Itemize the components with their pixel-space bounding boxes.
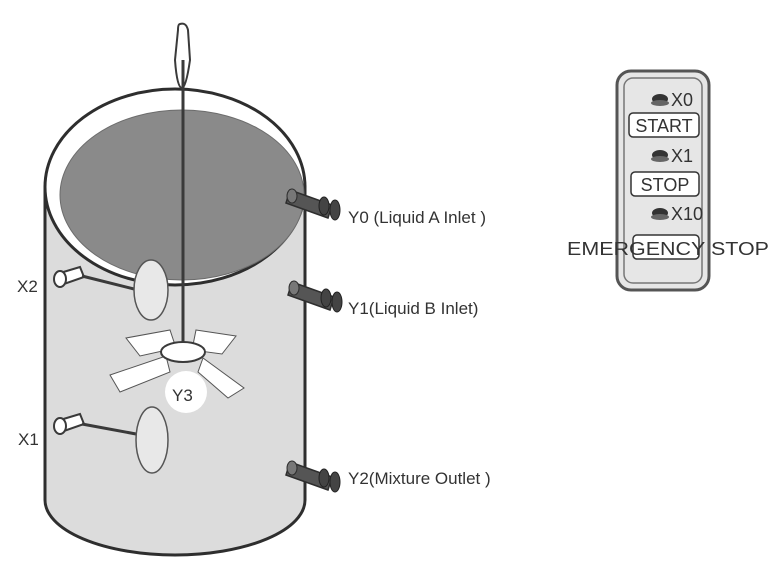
emergency-stop-button[interactable] bbox=[632, 234, 700, 260]
control-panel: X0 START X1 STOP X10 EMERGENCY STOP bbox=[567, 69, 769, 292]
mixer-hub bbox=[160, 341, 206, 363]
sensor-probe-end bbox=[53, 417, 67, 435]
sensor-float bbox=[135, 406, 169, 474]
sensor-float bbox=[133, 259, 169, 321]
stop-button-label: STOP bbox=[641, 175, 690, 195]
emergency-stop-group[interactable]: X10 EMERGENCY STOP bbox=[567, 204, 769, 260]
valve-label-y2: Y2(Mixture Outlet ) bbox=[348, 469, 491, 488]
emergency-pushbutton-base bbox=[651, 214, 669, 220]
start-pushbutton-base bbox=[651, 100, 669, 106]
valve-label-y1: Y1(Liquid B Inlet) bbox=[348, 299, 478, 318]
tank-body bbox=[43, 185, 307, 557]
valve-label-y0: Y0 (Liquid A Inlet ) bbox=[348, 208, 486, 227]
valve-pipe-end bbox=[288, 280, 300, 296]
valve-knob bbox=[329, 199, 341, 221]
stop-button[interactable] bbox=[630, 171, 700, 197]
valve-y2: Y2(Mixture Outlet ) bbox=[285, 460, 491, 493]
sensor-probe-end bbox=[53, 270, 67, 288]
mixer-blade bbox=[197, 357, 245, 399]
sensor-label-x1: X1 bbox=[18, 430, 39, 449]
mixer-label-bubble bbox=[165, 371, 207, 413]
level-sensor-x2: X2 bbox=[17, 259, 169, 321]
valve-knob bbox=[329, 471, 341, 493]
valve-y0: Y0 (Liquid A Inlet ) bbox=[285, 188, 486, 227]
mixer-y3: Y3 bbox=[109, 22, 245, 413]
stop-address-label: X1 bbox=[671, 146, 693, 166]
start-button-label: START bbox=[635, 116, 692, 136]
start-address-label: X0 bbox=[671, 90, 693, 110]
valve-knob bbox=[331, 291, 343, 313]
valve-knob bbox=[318, 468, 330, 488]
mixer-blade bbox=[109, 355, 171, 393]
stop-pushbutton-base bbox=[651, 156, 669, 162]
emergency-stop-label: EMERGENCY STOP bbox=[567, 239, 769, 259]
start-button[interactable] bbox=[628, 112, 700, 138]
start-button-group[interactable]: X0 START bbox=[628, 90, 700, 138]
mixing-tank bbox=[43, 87, 307, 557]
valve-pipe-end bbox=[286, 188, 298, 204]
stop-button-group[interactable]: X1 STOP bbox=[630, 146, 700, 197]
emergency-address-label: X10 bbox=[671, 204, 703, 224]
mixer-label-y3: Y3 bbox=[172, 386, 193, 405]
valve-pipe-end bbox=[286, 460, 298, 476]
sensor-stem bbox=[81, 274, 139, 292]
sensor-stem bbox=[81, 422, 137, 436]
valve-y1: Y1(Liquid B Inlet) bbox=[287, 280, 478, 318]
level-sensor-x1: X1 bbox=[18, 406, 169, 474]
valve-knob bbox=[318, 196, 330, 216]
control-panel-inner bbox=[623, 77, 703, 284]
sensor-label-x2: X2 bbox=[17, 277, 38, 296]
valve-knob bbox=[320, 288, 332, 308]
